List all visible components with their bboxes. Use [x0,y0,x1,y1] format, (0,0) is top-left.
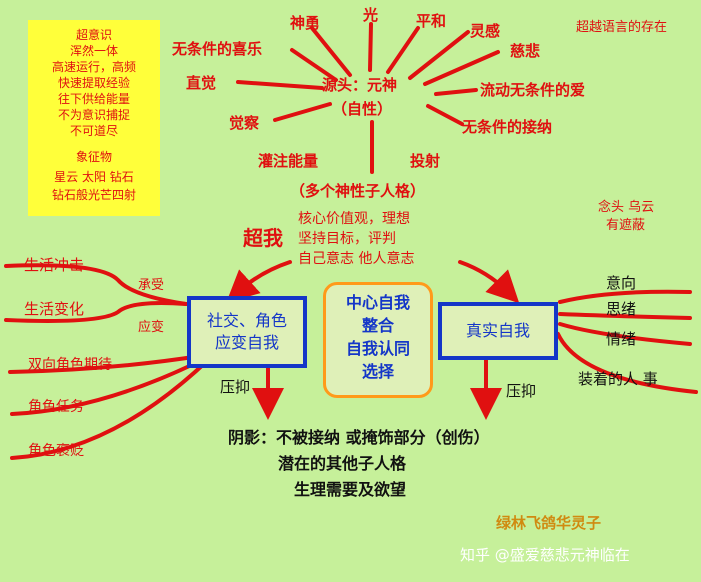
shadow-line-1: 阴影：不被接纳 或掩饰部分（创伤） [228,428,490,447]
superego-line-3: 自己意志 他人意志 [298,251,415,267]
yellow-line-6: 不为意识捕捉 [57,108,130,122]
input-judgement: 角色褒贬 [28,443,84,459]
ray-label-toushe: 投射 [410,152,441,170]
curve-change [4,301,188,323]
curve-task [10,358,204,416]
ray-label-jiena: 无条件的接纳 [462,118,553,136]
curve-intent [558,289,692,304]
ray-label-cibei: 慈悲 [510,42,541,60]
input-expectation: 双向角色期待 [28,357,112,373]
ray-shenyong [310,26,352,77]
yellow-line-5: 往下供给能量 [57,92,130,106]
output-intent: 意向 [606,274,637,292]
yellow-line-2: 浑然一体 [69,44,118,58]
symbol-title: 象征物 [75,150,112,164]
ray-label-juecha: 觉察 [229,114,260,132]
output-thought: 思绪 [606,300,637,318]
symbol-line-2: 钻石般光芒四射 [51,188,136,202]
right-note-line-2: 有遮蔽 [606,218,646,233]
yellow-line-1: 超意识 [75,28,112,42]
ray-juecha [273,102,332,122]
center-line-1: 中心自我 [345,293,410,312]
ray-liudong [434,88,478,96]
superego-line-2: 坚持目标，评判 [298,231,396,247]
yellow-line-3: 高速运行，高频 [51,60,136,74]
social-box-line-2: 应变自我 [214,333,279,352]
ray-guang [368,22,373,72]
curve-judgement [10,360,208,460]
arrow-superego-right [458,260,520,304]
arrow-superego-left [226,260,292,303]
curve-impact [4,263,188,306]
yellow-line-7: 不可道尽 [69,124,118,138]
ray-label-pinghe: 平和 [416,12,447,30]
ray-xile [290,48,338,82]
true-self-box: 真实自我 [438,302,558,360]
social-box-line-1: 社交、角色 [206,311,287,330]
curve-emotion [558,322,692,346]
ray-cibei [423,50,500,86]
curve-thought [558,312,692,320]
ray-pinghe [386,26,420,74]
ray-zhijue [236,80,324,90]
right-note-line-1: 念头 乌云 [598,200,655,215]
repress-left-label: 压抑 [220,378,251,396]
repress-right-label: 压抑 [506,382,537,400]
ray-jiena [426,104,464,126]
true-self-label: 真实自我 [465,321,530,340]
output-person-event: 装着的人 事 [578,370,658,388]
ray-label-xile: 无条件的喜乐 [172,40,263,58]
ray-label-shenyong: 神勇 [290,14,321,32]
ray-linggan [408,30,470,80]
multi-persona-label: （多个神性子人格） [290,182,426,200]
watermark: 知乎 @盛爱慈悲元神临在 [460,546,630,564]
input-impact: 生活冲击 [24,256,85,274]
source-subtitle: （自性） [332,100,393,118]
output-emotion: 情绪 [606,330,637,348]
input-change: 生活变化 [24,300,85,318]
ray-label-guanzhu: 灌注能量 [258,152,319,170]
shadow-line-3: 生理需要及欲望 [294,480,407,499]
source-title: 源头：元神 [322,76,398,94]
ray-label-linggan: 灵感 [470,22,501,40]
curve-expectation [8,354,202,374]
ray-label-guang: 光 [363,6,379,24]
social-self-box: 社交、角色 应变自我 [187,296,307,368]
center-line-4: 选择 [361,362,394,381]
superego-title: 超我 [243,226,283,250]
superego-line-1: 核心价值观，理想 [298,211,410,227]
yellow-line-4: 快速提取经验 [57,76,130,90]
center-self-box: 中心自我 整合 自我认同 选择 [323,282,433,398]
top-right-note: 超越语言的存在 [576,20,668,35]
ray-label-liudong-ai: 流动无条件的爱 [480,81,586,99]
symbol-line-1: 星云 太阳 钻石 [54,170,134,184]
shadow-line-2: 潜在的其他子人格 [278,454,407,473]
center-line-2: 整合 [361,316,394,335]
signature: 绿林飞鸽华灵子 [496,514,602,532]
curve-person [556,332,698,394]
input-task: 角色任务 [28,399,84,415]
label-adapt: 应变 [138,320,165,335]
ray-label-zhijue: 直觉 [186,74,217,92]
label-bear: 承受 [138,278,165,293]
center-line-3: 自我认同 [345,339,410,358]
super-consciousness-box: 超意识 浑然一体 高速运行，高频 快速提取经验 往下供给能量 不为意识捕捉 不可… [28,20,160,216]
